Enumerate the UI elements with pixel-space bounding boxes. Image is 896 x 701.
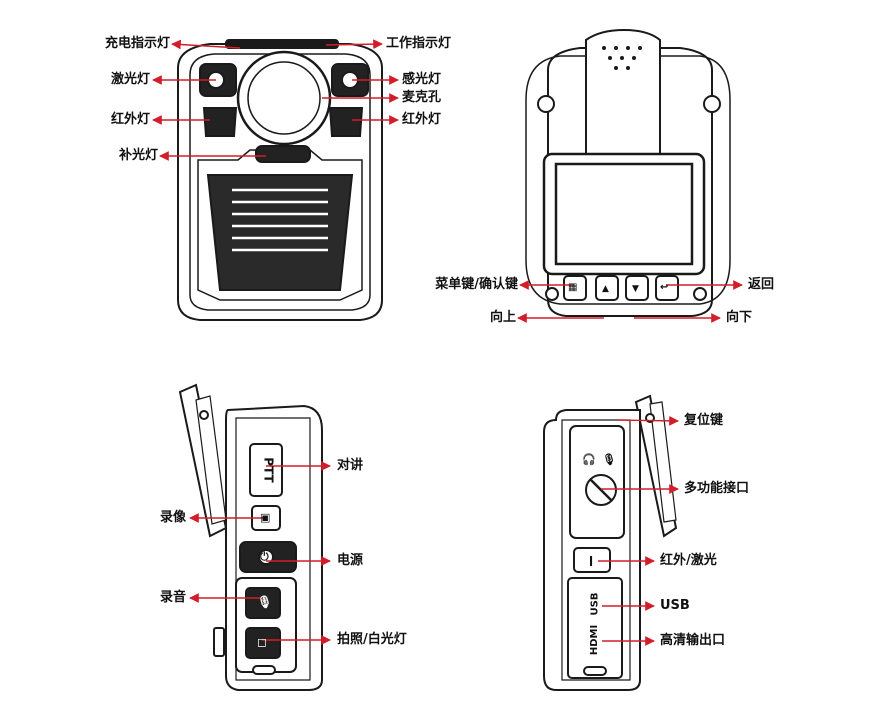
label-up: 向上	[489, 310, 516, 325]
menu-button-icon[interactable]: ▦	[568, 282, 578, 293]
usb-port[interactable]: USB	[589, 592, 601, 616]
label-photo-light: 拍照/白光灯	[337, 632, 407, 647]
ir-laser-button[interactable]: ǀ	[589, 554, 594, 567]
ptt-button[interactable]: PTT	[261, 457, 276, 483]
label-ptt: 对讲	[337, 458, 364, 473]
power-icon[interactable]: ⏻	[260, 550, 269, 563]
headphone-icon: 🎧	[582, 453, 596, 466]
label-ir-laser: 红外/激光	[660, 553, 717, 568]
label-multi-port: 多功能接口	[684, 481, 750, 496]
label-audio-record: 录音	[159, 590, 186, 605]
label-microphone: 麦克孔	[402, 90, 442, 105]
label-reset: 复位键	[684, 413, 724, 428]
microphone-icon[interactable]: 🎙	[257, 595, 273, 609]
right-side-device	[543, 394, 678, 691]
up-arrow-icon[interactable]: ▲	[602, 284, 609, 294]
label-video-record: 录像	[159, 510, 186, 525]
label-down: 向下	[726, 310, 753, 325]
label-laser-light: 激光灯	[110, 72, 150, 87]
mic-port-icon: 🎙	[602, 453, 616, 466]
label-light-sensor: 感光灯	[402, 72, 442, 87]
label-back: 返回	[748, 277, 775, 292]
label-hdmi: 高清输出口	[660, 633, 726, 648]
label-charge-indicator: 充电指示灯	[104, 36, 170, 51]
left-side-device	[178, 383, 323, 691]
label-ir-left: 红外灯	[110, 112, 150, 127]
callout-arrows	[152, 39, 743, 646]
photo-icon[interactable]: ◻	[257, 635, 267, 649]
down-arrow-icon[interactable]: ▼	[632, 284, 639, 294]
label-fill-light: 补光灯	[118, 148, 158, 163]
return-icon[interactable]: ↩	[660, 282, 669, 293]
label-power: 电源	[337, 553, 364, 568]
label-menu-confirm: 菜单键/确认键	[435, 277, 518, 292]
front-view-device	[177, 39, 383, 321]
hdmi-port[interactable]: HDMI	[589, 624, 601, 656]
video-camera-icon[interactable]: ▣	[260, 511, 271, 524]
label-usb: USB	[660, 598, 690, 613]
back-view-device	[525, 28, 731, 317]
label-ir-right: 红外灯	[402, 112, 442, 127]
label-work-indicator: 工作指示灯	[386, 36, 452, 51]
